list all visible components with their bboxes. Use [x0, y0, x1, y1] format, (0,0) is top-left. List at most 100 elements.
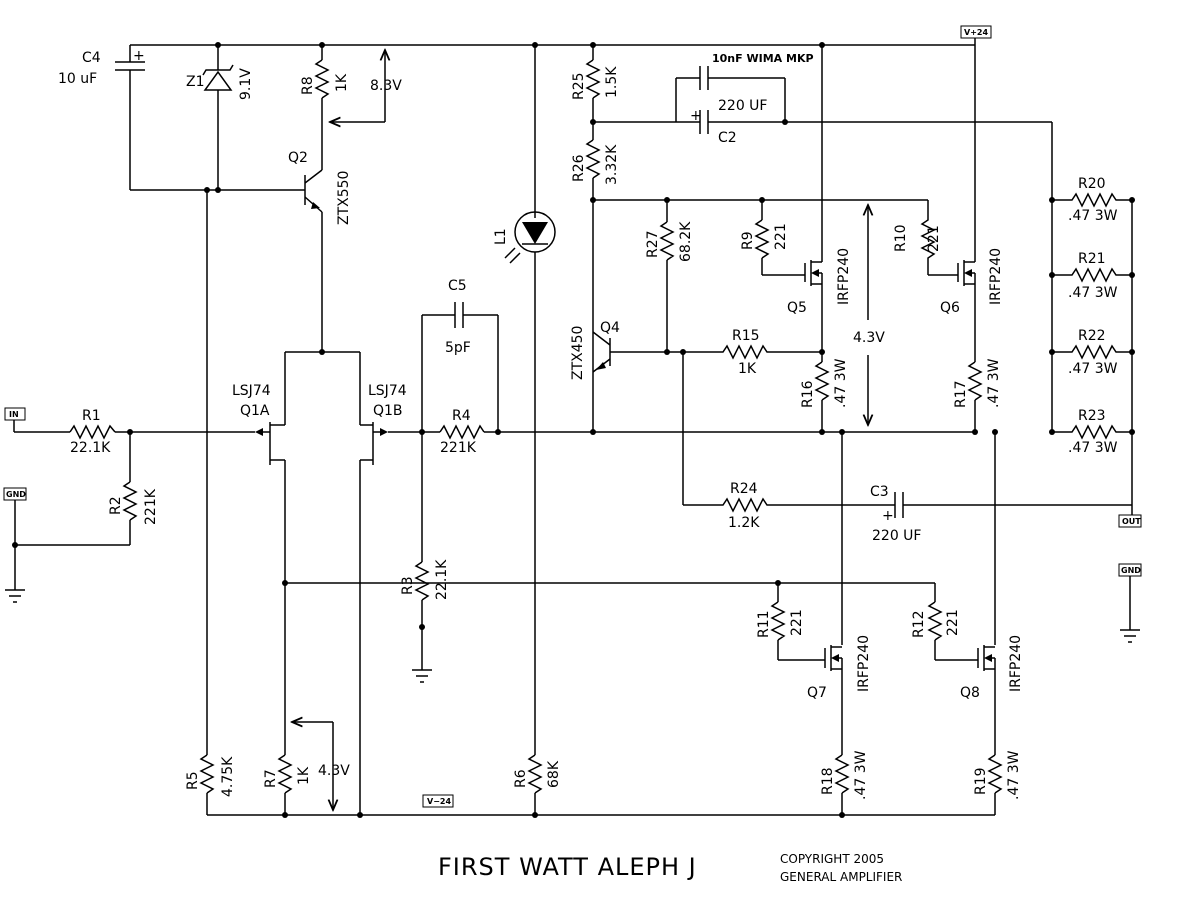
capacitor-c5: C5 5pF	[421, 278, 499, 432]
resistor-r10: R10 221	[893, 200, 958, 276]
r1-value: 22.1K	[70, 440, 111, 456]
c4-ref: C4	[82, 50, 101, 66]
port-out[interactable]	[1118, 514, 1142, 528]
c2-plus: +	[690, 108, 702, 124]
r3-ref: R3	[400, 576, 416, 595]
resistor-r1: R1 22.1K	[69, 408, 255, 456]
r4-value: 221K	[440, 440, 477, 456]
mosfet-q6: Q6 IRFP240	[940, 45, 1004, 362]
port-vplus-label: V+24	[964, 28, 988, 37]
port-vplus[interactable]	[960, 25, 992, 39]
c3-plus: +	[882, 508, 894, 524]
q6-value: IRFP240	[988, 248, 1004, 305]
r20-ref: R20	[1078, 176, 1106, 192]
r18-value: .47 3W	[853, 750, 869, 800]
r7-ref: R7	[263, 769, 279, 788]
r12-ref: R12	[911, 610, 927, 638]
resistor-r22: R22 .47 3W	[1052, 328, 1132, 377]
resistor-r20: R20 .47 3W	[1052, 176, 1132, 224]
resistor-r26: R26 3.32K	[571, 139, 620, 432]
mosfet-q7: Q7 IRFP240	[807, 635, 872, 755]
resistor-r6: R6 68K	[513, 754, 562, 815]
capacitor-c2: 10nF WIMA MKP + 220 UF C2	[593, 52, 1052, 146]
r18-ref: R18	[820, 767, 836, 795]
resistor-r12: R12 221	[911, 583, 978, 661]
c2-value: 220 UF	[718, 98, 767, 114]
r4-ref: R4	[452, 408, 471, 424]
ground-right	[1120, 629, 1140, 643]
resistor-r15: R15 1K	[667, 328, 822, 377]
zener-z1: Z1 9.1V	[186, 45, 254, 190]
q1b-value: LSJ74	[368, 383, 407, 399]
q5-value: IRFP240	[836, 248, 852, 305]
r10-value: 221	[926, 225, 942, 252]
q8-value: IRFP240	[1008, 635, 1024, 692]
voltage-annotation-r8: 8.3V	[330, 50, 402, 122]
r22-value: .47 3W	[1068, 361, 1118, 377]
voltage-annotation-r7: 4.3V	[292, 722, 350, 810]
resistor-r5: R5 4.75K	[185, 754, 236, 815]
r27-ref: R27	[645, 230, 661, 258]
r8-value: 1K	[334, 73, 350, 92]
r20-value: .47 3W	[1068, 208, 1118, 224]
junction-dots	[12, 42, 1135, 818]
r6-ref: R6	[513, 769, 529, 788]
copyright-line-1: COPYRIGHT 2005	[780, 852, 884, 866]
q1a-ref: Q1A	[240, 403, 270, 419]
transistor-q2: Q2 ZTX550	[288, 150, 352, 352]
mosfet-q8: Q8 IRFP240	[960, 635, 1024, 755]
r21-ref: R21	[1078, 251, 1106, 267]
r3-value: 22.1K	[434, 559, 450, 600]
q8-ref: Q8	[960, 685, 980, 701]
port-in[interactable]	[4, 407, 26, 421]
resistor-r24: R24 1.2K	[682, 352, 895, 531]
r11-ref: R11	[756, 610, 772, 638]
z1-value: 9.1V	[238, 68, 254, 100]
copyright-line-2: GENERAL AMPLIFIER	[780, 870, 902, 884]
r17-ref: R17	[953, 380, 969, 408]
q2-ref: Q2	[288, 150, 308, 166]
resistor-r16: R16 .47 3W	[800, 358, 849, 432]
port-vminus[interactable]	[422, 794, 454, 808]
resistor-r23: R23 .47 3W	[1052, 408, 1132, 456]
resistor-r19: R19 .47 3W	[973, 750, 1022, 815]
v-r8-label: 8.3V	[370, 78, 402, 94]
q4-ref: Q4	[600, 320, 620, 336]
v-r7-label: 4.3V	[318, 763, 350, 779]
c5-value: 5pF	[445, 340, 471, 356]
mosfet-q5: Q5 IRFP240	[787, 45, 852, 362]
r2-ref: R2	[108, 496, 124, 515]
q1a-value: LSJ74	[232, 383, 271, 399]
r12-value: 221	[945, 609, 961, 636]
r16-ref: R16	[800, 380, 816, 408]
resistor-r27: R27 68.2K	[645, 200, 694, 352]
port-gnd-left-label: GND	[6, 490, 26, 499]
voltage-annotation-mid: 4.3V	[853, 205, 885, 425]
ground-left	[5, 589, 25, 603]
c3-value: 220 UF	[872, 528, 921, 544]
q6-ref: Q6	[940, 300, 960, 316]
capacitor-c3: C3 + 220 UF	[870, 484, 1132, 544]
r21-value: .47 3W	[1068, 285, 1118, 301]
resistor-r7: R7 1K	[263, 754, 312, 815]
resistor-r25: R25 1.5K	[571, 45, 620, 140]
r15-ref: R15	[732, 328, 760, 344]
c2-ref: C2	[718, 130, 737, 146]
r24-ref: R24	[730, 481, 758, 497]
r6-value: 68K	[546, 760, 562, 788]
capacitor-c4: + C4 10 uF	[58, 45, 145, 190]
resistor-r18: R18 .47 3W	[820, 750, 869, 815]
port-vminus-label: V−24	[427, 797, 451, 806]
resistor-r21: R21 .47 3W	[1052, 251, 1132, 301]
q7-ref: Q7	[807, 685, 827, 701]
r25-value: 1.5K	[604, 66, 620, 98]
led-l1: L1	[493, 211, 556, 264]
r27-value: 68.2K	[678, 221, 694, 262]
c2-note: 10nF WIMA MKP	[712, 52, 814, 65]
transistor-q4: Q4 ZTX450	[570, 320, 667, 380]
resistor-r9: R9 221	[740, 200, 805, 276]
r8-ref: R8	[300, 76, 316, 95]
q7-value: IRFP240	[856, 635, 872, 692]
q5-ref: Q5	[787, 300, 807, 316]
